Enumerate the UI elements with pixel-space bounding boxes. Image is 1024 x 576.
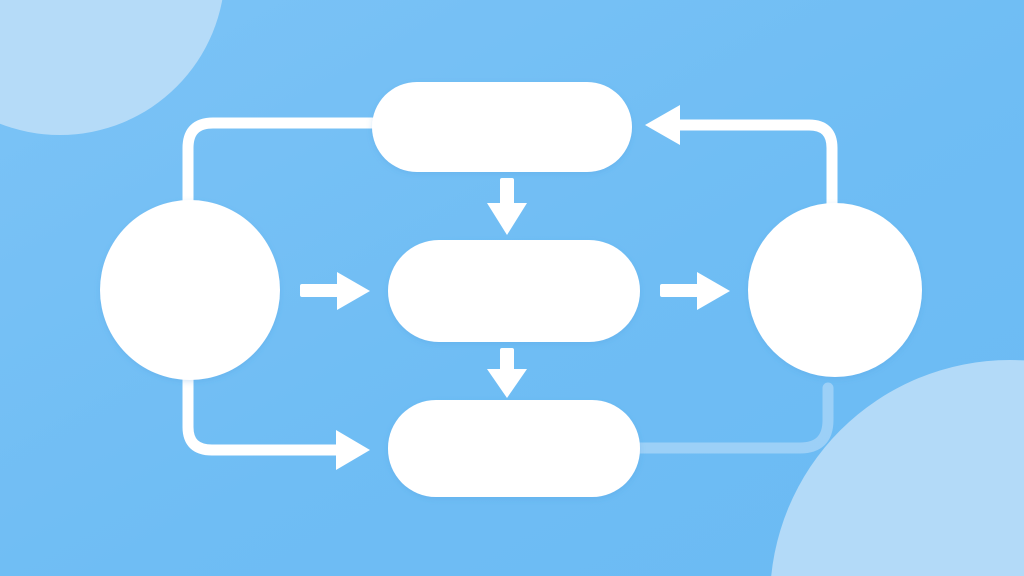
arrowhead-right: [336, 430, 370, 470]
connector-top-to-middle: [487, 178, 527, 235]
connector-middle-to-bottom: [487, 348, 527, 398]
decor-circle-bottom-right: [771, 360, 1024, 576]
arrowhead-down: [487, 203, 527, 235]
connector-right-to-top: [645, 105, 838, 211]
arrowhead-right: [697, 272, 730, 310]
node-bottom-pill[interactable]: [388, 400, 640, 497]
connector-left-to-top: [182, 117, 378, 211]
decor-circle-top-left: [0, 0, 223, 135]
arrowhead-right: [337, 272, 370, 310]
arrowhead-left: [645, 105, 680, 145]
node-top-pill[interactable]: [372, 82, 632, 172]
node-middle-pill[interactable]: [388, 240, 640, 342]
connector-left-to-middle: [300, 272, 370, 310]
node-right-circle[interactable]: [748, 203, 922, 377]
node-left-circle[interactable]: [100, 200, 280, 380]
connector-bottom-to-right: [630, 382, 834, 454]
connector-middle-to-right: [660, 272, 730, 310]
arrowhead-down: [487, 369, 527, 398]
connector-left-to-bottom: [182, 371, 370, 470]
